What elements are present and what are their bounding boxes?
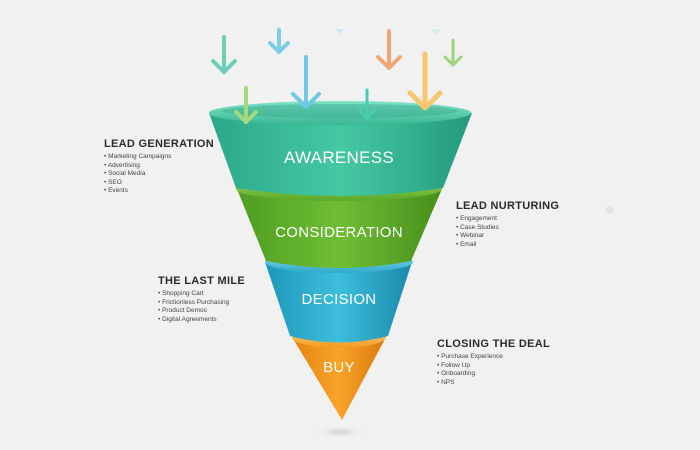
list-item: Frictionless Purchasing — [158, 299, 245, 308]
last-mile-block: THE LAST MILE Shopping Cart Frictionless… — [158, 275, 245, 324]
arrow-down-icon — [211, 35, 237, 74]
arrow-down-icon — [291, 55, 321, 109]
list-item: Webinar — [456, 232, 559, 241]
arrow-down-icon — [335, 29, 344, 34]
arrow-down-icon — [407, 51, 443, 111]
lead-generation-title: LEAD GENERATION — [104, 138, 215, 150]
funnel-shadow — [310, 425, 370, 439]
last-mile-title: THE LAST MILE — [158, 275, 246, 287]
list-item: Digital Agreements — [158, 316, 245, 325]
closing-deal-block: CLOSING THE DEAL Purchase Experience Fol… — [437, 338, 550, 387]
list-item: Email — [456, 241, 559, 250]
lead-nurturing-list: Engagement Case Studies Webinar Email — [456, 215, 559, 249]
list-item: Social Media — [104, 170, 214, 179]
arrow-down-icon — [431, 29, 441, 35]
arrow-down-icon — [443, 38, 463, 67]
closing-deal-list: Purchase Experience Follow Up Onboarding… — [437, 353, 550, 387]
list-item: Follow Up — [437, 362, 550, 371]
decorative-dot — [606, 206, 614, 214]
list-item: Events — [104, 187, 214, 196]
list-item: Onboarding — [437, 370, 550, 379]
list-item: Marketing Campaigns — [104, 153, 214, 162]
arrow-down-icon — [376, 29, 402, 70]
list-item: SEO — [104, 179, 214, 188]
stage-label-buy: BUY — [323, 359, 355, 376]
funnel-stage-awareness: AWARENESS — [209, 101, 472, 196]
arrow-down-icon — [268, 28, 290, 54]
arrow-down-icon — [234, 86, 258, 124]
list-item: Shopping Cart — [158, 290, 245, 299]
list-item: Engagement — [456, 215, 559, 224]
list-item: Purchase Experience — [437, 353, 550, 362]
stage-label-consideration: CONSIDERATION — [275, 224, 403, 241]
last-mile-list: Shopping Cart Frictionless Purchasing Pr… — [158, 290, 245, 324]
stage-label-awareness: AWARENESS — [284, 148, 394, 167]
list-item: Case Studies — [456, 224, 559, 233]
stage-label-decision: DECISION — [302, 291, 377, 308]
lead-nurturing-block: LEAD NURTURING Engagement Case Studies W… — [456, 200, 559, 249]
lead-nurturing-title: LEAD NURTURING — [456, 200, 560, 212]
list-item: Advertising — [104, 162, 214, 171]
arrow-down-icon — [357, 88, 377, 120]
list-item: Product Demos — [158, 307, 245, 316]
list-item: NPS — [437, 379, 550, 388]
closing-deal-title: CLOSING THE DEAL — [437, 338, 550, 350]
lead-generation-list: Marketing Campaigns Advertising Social M… — [104, 153, 214, 196]
lead-generation-block: LEAD GENERATION Marketing Campaigns Adve… — [104, 138, 214, 196]
